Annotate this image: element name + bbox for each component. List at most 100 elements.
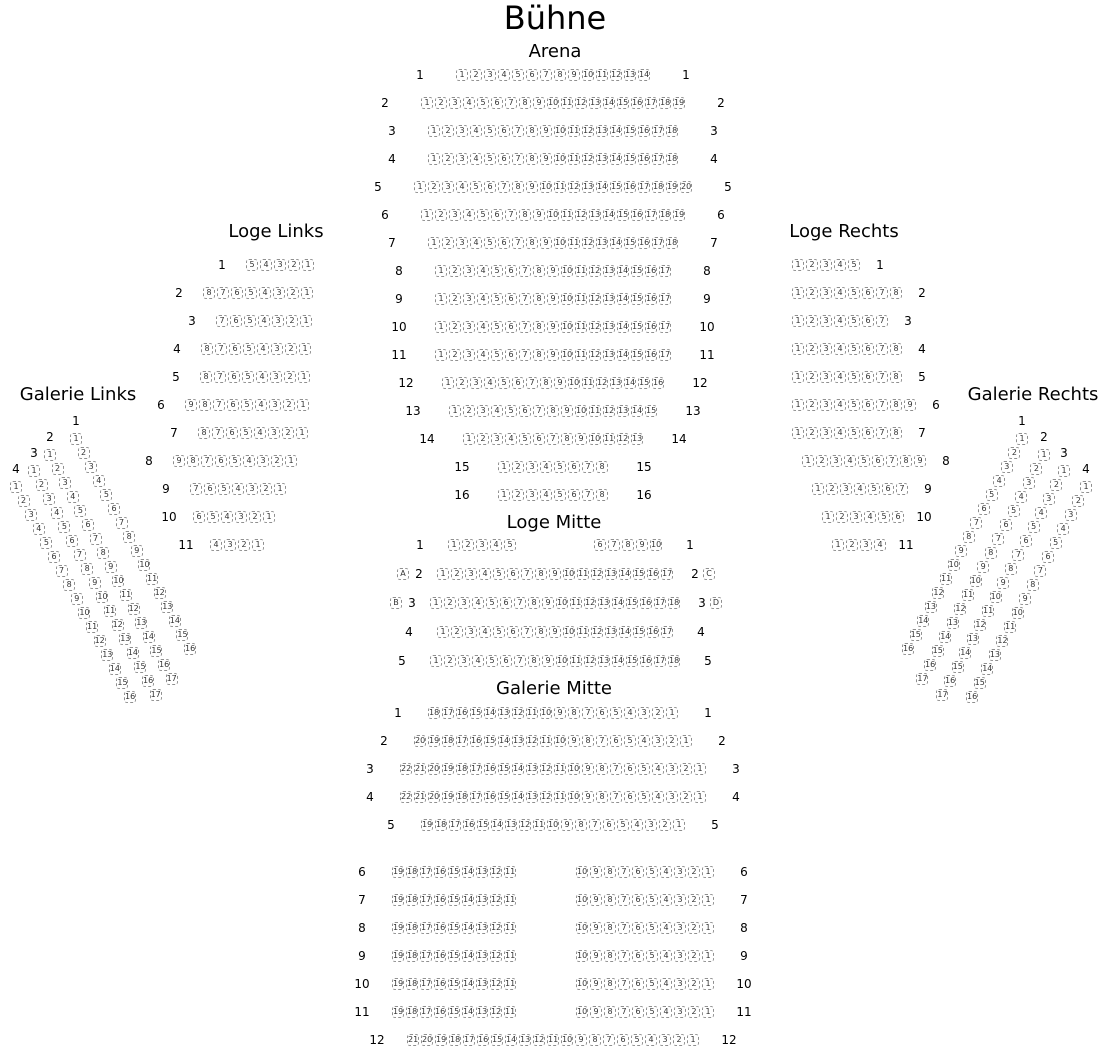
- seat[interactable]: 13: [603, 321, 615, 333]
- seat[interactable]: 12: [591, 626, 603, 638]
- seat[interactable]: 4: [472, 597, 484, 609]
- seat[interactable]: 13: [589, 97, 601, 109]
- seat[interactable]: 16: [640, 597, 652, 609]
- seat[interactable]: 12: [111, 619, 124, 631]
- seat[interactable]: A: [397, 568, 409, 580]
- seat[interactable]: 6: [594, 539, 606, 551]
- seat[interactable]: 10: [582, 69, 594, 81]
- seat[interactable]: 7: [519, 265, 531, 277]
- seat[interactable]: 17: [420, 1006, 432, 1018]
- seat[interactable]: 2: [444, 597, 456, 609]
- seat[interactable]: 10: [969, 575, 982, 587]
- seat[interactable]: 9: [547, 293, 559, 305]
- seat[interactable]: 1: [252, 539, 264, 551]
- seat[interactable]: 7: [610, 763, 622, 775]
- seat[interactable]: 2: [451, 626, 463, 638]
- seat[interactable]: 3: [666, 791, 678, 803]
- seat[interactable]: 7: [618, 1006, 630, 1018]
- seat[interactable]: 9: [561, 405, 573, 417]
- seat[interactable]: 8: [519, 209, 531, 221]
- seat[interactable]: 1: [832, 539, 844, 551]
- seat[interactable]: 8: [526, 237, 538, 249]
- seat[interactable]: 2: [477, 433, 489, 445]
- seat[interactable]: 18: [666, 153, 678, 165]
- seat[interactable]: 14: [484, 707, 496, 719]
- seat[interactable]: 15: [617, 209, 629, 221]
- seat[interactable]: 5: [74, 505, 87, 517]
- seat[interactable]: 5: [484, 237, 496, 249]
- seat[interactable]: 2: [806, 315, 818, 327]
- seat[interactable]: 8: [198, 427, 210, 439]
- seat[interactable]: 14: [617, 265, 629, 277]
- seat[interactable]: 15: [470, 707, 482, 719]
- seat[interactable]: 18: [435, 819, 447, 831]
- seat[interactable]: 10: [568, 763, 580, 775]
- seat[interactable]: 5: [848, 399, 860, 411]
- seat[interactable]: 11: [554, 791, 566, 803]
- seat[interactable]: 10: [650, 539, 662, 551]
- seat[interactable]: 9: [997, 577, 1010, 589]
- seat[interactable]: 5: [491, 349, 503, 361]
- seat[interactable]: 4: [660, 922, 672, 934]
- seat[interactable]: 1: [435, 321, 447, 333]
- seat[interactable]: 16: [645, 349, 657, 361]
- seat[interactable]: 1: [498, 461, 510, 473]
- seat[interactable]: 1: [702, 922, 714, 934]
- seat[interactable]: 6: [507, 626, 519, 638]
- seat[interactable]: C: [703, 568, 715, 580]
- seat[interactable]: 4: [477, 349, 489, 361]
- seat[interactable]: 7: [55, 565, 68, 577]
- seat[interactable]: 1: [456, 69, 468, 81]
- seat[interactable]: 5: [244, 315, 256, 327]
- seat[interactable]: 14: [462, 978, 474, 990]
- seat[interactable]: 8: [890, 287, 902, 299]
- seat[interactable]: 6: [892, 511, 904, 523]
- seat[interactable]: 15: [633, 626, 645, 638]
- seat[interactable]: 3: [272, 315, 284, 327]
- seat[interactable]: 3: [463, 293, 475, 305]
- seat[interactable]: 6: [204, 483, 216, 495]
- seat[interactable]: 8: [547, 405, 559, 417]
- seat[interactable]: 11: [940, 573, 952, 585]
- seat[interactable]: 5: [207, 511, 219, 523]
- seat[interactable]: 3: [674, 978, 686, 990]
- seat[interactable]: 17: [420, 866, 432, 878]
- seat[interactable]: 12: [540, 791, 552, 803]
- seat[interactable]: 16: [631, 97, 643, 109]
- seat[interactable]: 6: [568, 461, 580, 473]
- seat[interactable]: 4: [834, 343, 846, 355]
- seat[interactable]: 6: [603, 819, 615, 831]
- seat[interactable]: 18: [659, 97, 671, 109]
- seat[interactable]: 10: [96, 591, 109, 603]
- seat[interactable]: 2: [463, 405, 475, 417]
- seat[interactable]: 1: [792, 427, 804, 439]
- seat[interactable]: 4: [470, 237, 482, 249]
- seat[interactable]: 4: [50, 507, 63, 519]
- seat[interactable]: 5: [477, 97, 489, 109]
- seat[interactable]: 1: [285, 455, 297, 467]
- seat[interactable]: 12: [589, 349, 601, 361]
- seat[interactable]: 15: [477, 819, 489, 831]
- seat[interactable]: 7: [596, 735, 608, 747]
- seat[interactable]: 6: [596, 707, 608, 719]
- seat[interactable]: 10: [556, 597, 568, 609]
- seat[interactable]: 13: [596, 125, 608, 137]
- seat[interactable]: 18: [406, 894, 418, 906]
- seat[interactable]: 6: [632, 950, 644, 962]
- seat[interactable]: 8: [568, 707, 580, 719]
- seat[interactable]: 8: [582, 735, 594, 747]
- seat[interactable]: 10: [138, 559, 151, 571]
- seat[interactable]: 17: [652, 237, 664, 249]
- seat[interactable]: 19: [435, 1034, 447, 1046]
- seat[interactable]: 8: [528, 655, 540, 667]
- seat[interactable]: 15: [631, 293, 643, 305]
- seat[interactable]: 11: [533, 819, 545, 831]
- seat[interactable]: 4: [660, 950, 672, 962]
- seat[interactable]: 10: [561, 293, 573, 305]
- seat[interactable]: 12: [153, 587, 166, 599]
- seat[interactable]: 15: [448, 978, 460, 990]
- seat[interactable]: 1: [702, 978, 714, 990]
- seat[interactable]: 7: [521, 568, 533, 580]
- seat[interactable]: 1: [802, 455, 814, 467]
- seat[interactable]: 8: [604, 978, 616, 990]
